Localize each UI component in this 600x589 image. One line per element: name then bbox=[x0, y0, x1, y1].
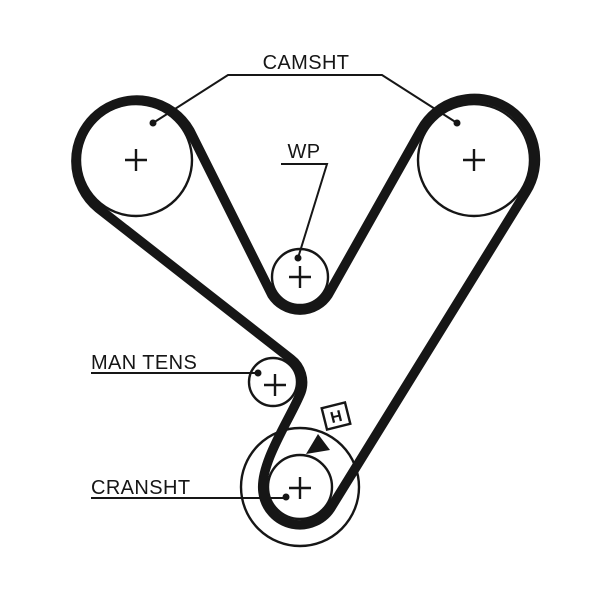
crankshaft-center-mark bbox=[289, 477, 311, 499]
tensioner-label: MAN TENS bbox=[91, 352, 197, 374]
leader-dot bbox=[294, 254, 302, 262]
tooth-profile-icon: H bbox=[320, 400, 352, 432]
timing-mark-arrow-icon bbox=[306, 434, 330, 454]
leader-dot bbox=[149, 119, 157, 127]
camshaft-label: CAMSHT bbox=[263, 52, 350, 74]
leader-dot bbox=[254, 369, 262, 377]
leader-dot bbox=[453, 119, 461, 127]
tooth-profile-letter: H bbox=[329, 408, 344, 427]
crankshaft-outer-ring bbox=[239, 426, 361, 548]
tensioner-pulley bbox=[247, 356, 299, 408]
tensioner-label-leader bbox=[91, 369, 262, 377]
water-pump-label: WP bbox=[287, 141, 320, 163]
crankshaft-pulley bbox=[266, 453, 334, 521]
water-pump-center-mark bbox=[289, 266, 311, 288]
crankshaft-label-leader bbox=[91, 493, 290, 501]
tensioner-center-mark bbox=[264, 374, 286, 396]
camshaft-right-pulley bbox=[416, 102, 532, 218]
crankshaft-label: CRANSHT bbox=[91, 477, 190, 499]
camshaft-left-center-mark bbox=[125, 149, 147, 171]
leader-dot bbox=[282, 493, 290, 501]
camshaft-label-leader bbox=[149, 74, 461, 127]
timing-belt bbox=[71, 93, 541, 530]
water-pump-label-leader bbox=[281, 163, 329, 262]
camshaft-right-center-mark bbox=[463, 149, 485, 171]
